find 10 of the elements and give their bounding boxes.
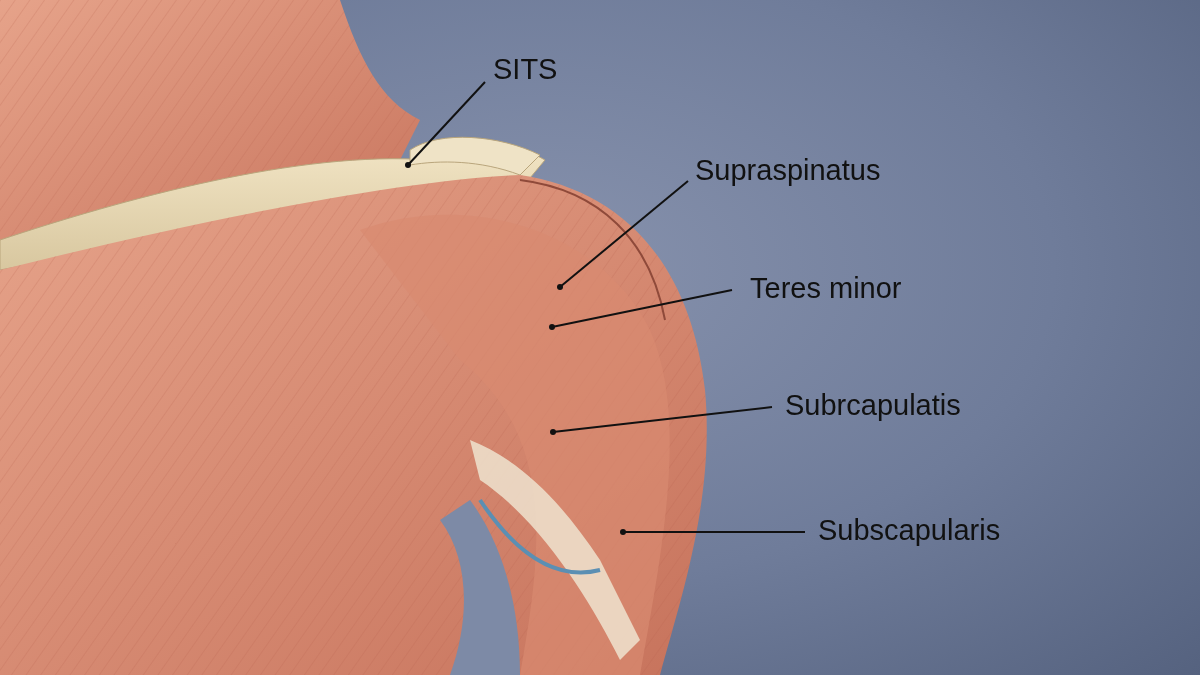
part-label: Subscapularis <box>818 513 1001 547</box>
leader-line <box>620 529 806 535</box>
leader-line <box>549 289 733 330</box>
part-label: Teres minor <box>750 271 902 305</box>
leader-line <box>405 81 486 168</box>
leader-line <box>550 406 773 435</box>
part-label: Supraspinatus <box>695 153 881 187</box>
part-label: SITS <box>493 52 558 86</box>
leader-line <box>557 180 689 290</box>
part-label: Subrcapulatis <box>785 388 961 422</box>
